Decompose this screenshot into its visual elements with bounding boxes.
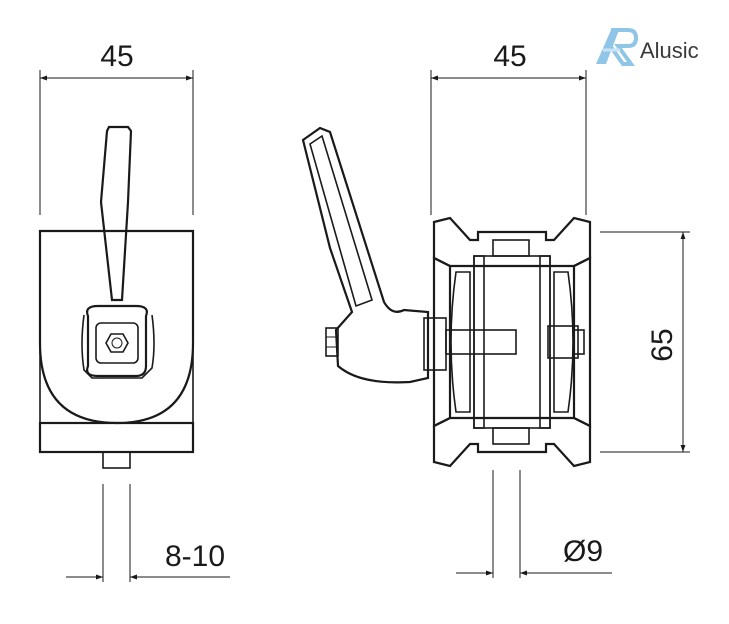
alusic-logo: Alusic	[596, 28, 699, 66]
tilted-lever	[301, 126, 430, 384]
clamp-body	[38, 229, 195, 425]
base-plate	[38, 421, 195, 454]
side-width-dimension-label: 45	[493, 40, 526, 73]
slot-tab	[102, 451, 131, 469]
front-width-dimension-label: 45	[100, 40, 133, 73]
profile-section	[432, 216, 592, 468]
front-view: 45 8-10	[38, 40, 230, 582]
alusic-logo-mark-icon	[596, 28, 639, 66]
pin-diameter-dimension-label: Ø9	[563, 535, 603, 568]
slot-range-dimension-label: 8-10	[165, 540, 225, 573]
section-view: 45	[301, 40, 690, 578]
clamp-screw	[445, 329, 517, 355]
side-height-dimension-label: 65	[646, 328, 679, 361]
hex-socket-icon	[105, 333, 129, 353]
alusic-logo-text: Alusic	[640, 38, 699, 63]
lever-hub	[86, 304, 148, 378]
lever-handle	[99, 125, 133, 302]
